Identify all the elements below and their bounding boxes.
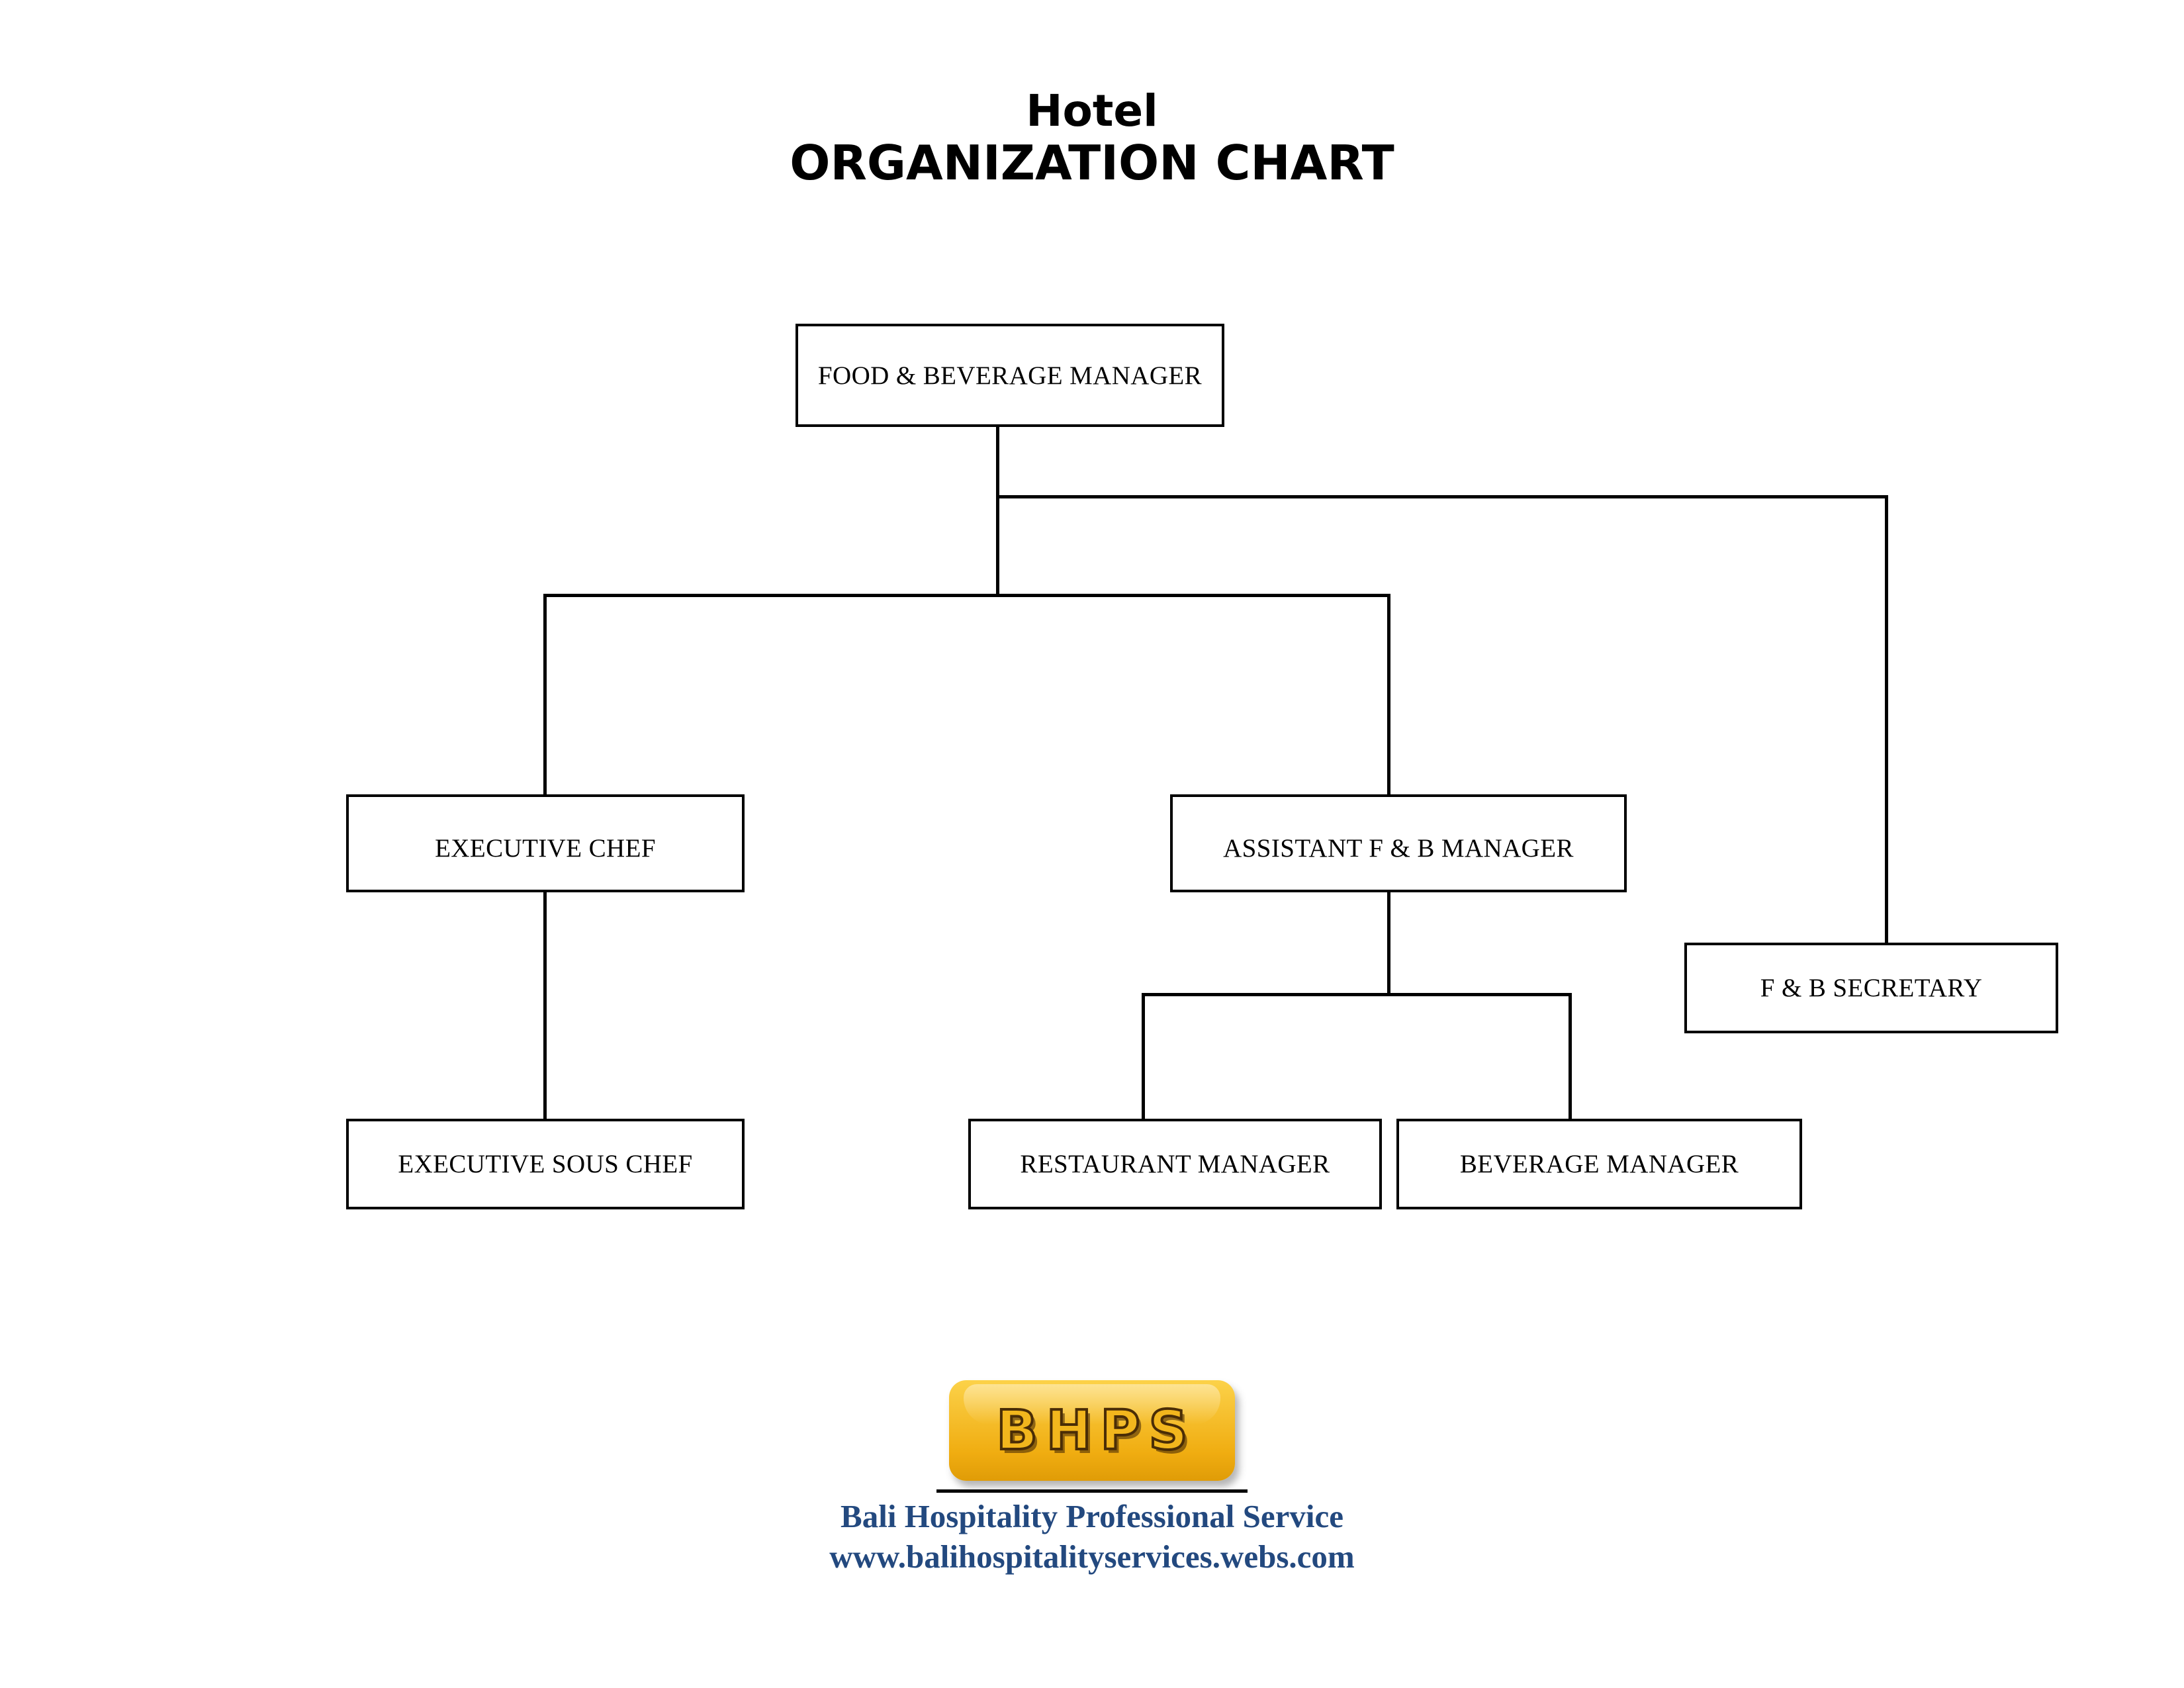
page-title-line-2: ORGANIZATION CHART: [790, 135, 1394, 191]
connector-exec-chef-to-sous-chef: [543, 892, 547, 1120]
node-restaurant-manager[interactable]: RESTAURANT MANAGER: [968, 1119, 1382, 1209]
company-website[interactable]: www.balihospitalityservices.webs.com: [829, 1538, 1355, 1575]
connector-bus-level1: [543, 594, 1390, 597]
connector-drop-beverage-manager: [1569, 993, 1572, 1120]
node-assistant-fb-manager[interactable]: ASSISTANT F & B MANAGER: [1170, 794, 1627, 892]
node-label: F & B SECRETARY: [1760, 974, 1983, 1002]
node-executive-sous-chef[interactable]: EXECUTIVE SOUS CHEF: [346, 1119, 745, 1209]
node-label: EXECUTIVE SOUS CHEF: [398, 1150, 693, 1178]
company-name: Bali Hospitality Professional Service: [841, 1498, 1343, 1534]
node-label: FOOD & BEVERAGE MANAGER: [817, 361, 1203, 390]
node-label: RESTAURANT MANAGER: [1020, 1150, 1330, 1178]
page-title: Hotel ORGANIZATION CHART: [0, 85, 2184, 191]
branding-footer: BHPS Bali Hospitality Professional Servi…: [0, 1380, 2184, 1577]
node-executive-chef[interactable]: EXECUTIVE CHEF: [346, 794, 745, 892]
connector-drop-asst-fb: [1387, 594, 1390, 796]
bhps-logo: BHPS: [949, 1380, 1235, 1481]
page-title-line-1: Hotel: [1026, 85, 1158, 136]
node-beverage-manager[interactable]: BEVERAGE MANAGER: [1396, 1119, 1802, 1209]
connector-asst-fb-stem: [1387, 892, 1390, 995]
connector-drop-exec-chef: [543, 594, 547, 796]
node-food-and-beverage-manager[interactable]: FOOD & BEVERAGE MANAGER: [796, 324, 1224, 427]
connector-drop-restaurant-manager: [1142, 993, 1145, 1120]
node-label: BEVERAGE MANAGER: [1459, 1150, 1739, 1178]
connector-root-stem-lower: [996, 495, 999, 596]
bhps-logo-text: BHPS: [995, 1398, 1197, 1464]
connector-drop-fb-secretary: [1885, 495, 1888, 944]
node-label: EXECUTIVE CHEF: [435, 834, 656, 863]
node-fb-secretary[interactable]: F & B SECRETARY: [1684, 943, 2058, 1033]
node-label: ASSISTANT F & B MANAGER: [1223, 834, 1574, 863]
connector-bus-secretary: [996, 495, 1888, 498]
logo-divider: [936, 1489, 1248, 1493]
connector-bus-level2: [1142, 993, 1572, 996]
connector-root-stem: [996, 427, 999, 496]
